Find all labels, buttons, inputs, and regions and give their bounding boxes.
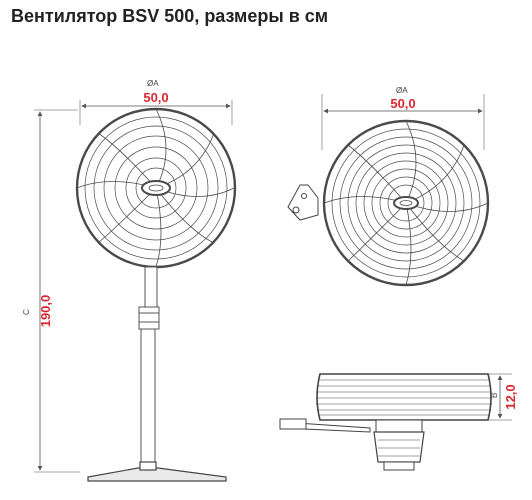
- stand-fan-drawing: ØA 50,0 C 190,0: [22, 79, 237, 482]
- wall-diameter-value: 50,0: [390, 96, 415, 111]
- wall-diameter-letter: ØA: [396, 86, 408, 95]
- height-value: 190,0: [38, 295, 53, 328]
- diameter-letter: ØA: [147, 79, 159, 88]
- motor-body: [373, 431, 425, 463]
- wall-fan-side-guard: [316, 373, 492, 421]
- wall-fan-side-drawing: B 12,0: [279, 373, 518, 471]
- wall-bracket: [287, 184, 319, 221]
- pole-clamp: [138, 306, 160, 330]
- wall-fan-front-drawing: ØA 50,0: [287, 86, 490, 287]
- motor-cap: [375, 419, 423, 433]
- wall-mount-plate: [279, 418, 307, 430]
- page-title: Вентилятор BSV 500, размеры в см: [11, 6, 329, 26]
- wall-fan-hub: [393, 196, 419, 210]
- depth-value: 12,0: [503, 384, 518, 409]
- stand-base: [87, 467, 227, 482]
- depth-letter: B: [490, 393, 499, 398]
- pole-upper: [144, 266, 158, 308]
- diameter-value: 50,0: [143, 90, 168, 105]
- fan-hub: [141, 180, 171, 196]
- pole-lower: [140, 328, 156, 470]
- height-letter: C: [22, 309, 31, 315]
